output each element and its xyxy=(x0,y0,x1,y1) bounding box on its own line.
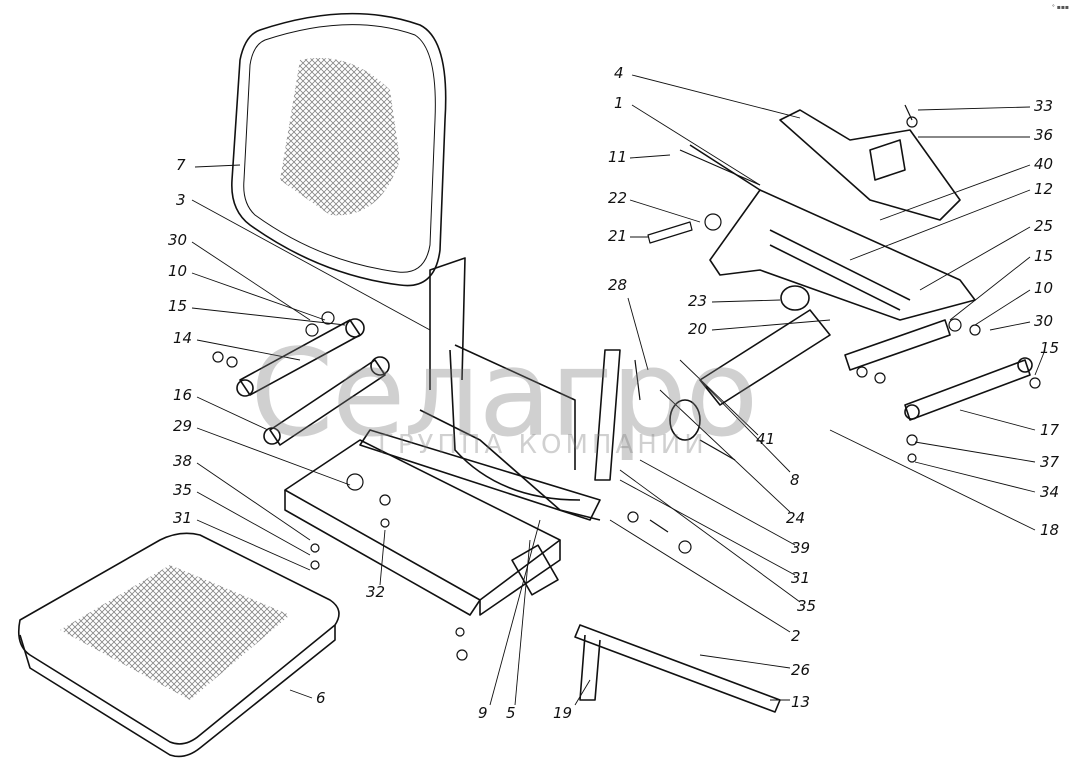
callout-1: 1 xyxy=(614,94,624,112)
shock-absorber xyxy=(669,285,831,441)
callout-31-center: 31 xyxy=(791,569,811,587)
callout-17: 17 xyxy=(1040,421,1060,439)
callout-2: 2 xyxy=(791,627,801,645)
callout-26: 26 xyxy=(791,661,811,679)
corner-mark: ° ▪▪▪ xyxy=(1051,4,1069,11)
callout-14: 14 xyxy=(173,329,193,347)
callout-25: 25 xyxy=(1034,217,1054,235)
callout-22: 22 xyxy=(608,189,628,207)
callout-39: 39 xyxy=(791,539,811,557)
callout-5: 5 xyxy=(506,704,516,722)
callout-28: 28 xyxy=(608,276,628,294)
leader-lines xyxy=(191,74,1046,706)
callout-15-right: 15 xyxy=(1034,247,1054,265)
callout-3: 3 xyxy=(176,191,186,209)
callout-40: 40 xyxy=(1034,155,1054,173)
backrest-frame xyxy=(419,257,621,521)
callout-11: 11 xyxy=(608,148,628,166)
callout-10: 10 xyxy=(168,262,188,280)
callout-8: 8 xyxy=(790,471,800,489)
callout-24: 24 xyxy=(786,509,806,527)
callout-10-right: 10 xyxy=(1034,279,1054,297)
callout-21: 21 xyxy=(608,227,628,245)
callout-23: 23 xyxy=(688,292,708,310)
callout-4: 4 xyxy=(614,64,624,82)
callout-6: 6 xyxy=(316,689,326,707)
callout-7: 7 xyxy=(176,156,186,174)
callout-35: 35 xyxy=(173,481,193,499)
callout-29: 29 xyxy=(173,417,193,435)
callout-30-right: 30 xyxy=(1034,312,1054,330)
seat-base-frame xyxy=(284,429,601,616)
seat-cushion xyxy=(17,532,340,758)
callout-35-center: 35 xyxy=(797,597,817,615)
callout-20: 20 xyxy=(688,320,708,338)
callout-16: 16 xyxy=(173,386,193,404)
watermark-logo: Селагро xyxy=(250,325,758,464)
fasteners xyxy=(212,104,1041,661)
arm-links xyxy=(236,318,1033,446)
callout-15-right-lower: 15 xyxy=(1040,339,1060,357)
callout-18: 18 xyxy=(1040,521,1060,539)
callout-12: 12 xyxy=(1034,180,1054,198)
callout-34: 34 xyxy=(1040,483,1060,501)
callout-38: 38 xyxy=(173,452,193,470)
torsion-shaft xyxy=(574,624,781,713)
backrest-cushion xyxy=(231,12,447,287)
watermark-subtitle: ГРУППА КОМПАНИИ xyxy=(378,430,708,460)
callout-36: 36 xyxy=(1034,126,1054,144)
suspension-bracket xyxy=(689,109,976,321)
callout-30: 30 xyxy=(168,231,188,249)
callout-15: 15 xyxy=(168,297,188,315)
callout-9: 9 xyxy=(478,704,488,722)
callout-13: 13 xyxy=(791,693,811,711)
callout-31: 31 xyxy=(173,509,193,527)
callout-37: 37 xyxy=(1040,453,1060,471)
callout-33: 33 xyxy=(1034,97,1054,115)
callout-41: 41 xyxy=(756,430,776,448)
callout-19: 19 xyxy=(553,704,573,722)
callout-32: 32 xyxy=(366,583,386,601)
